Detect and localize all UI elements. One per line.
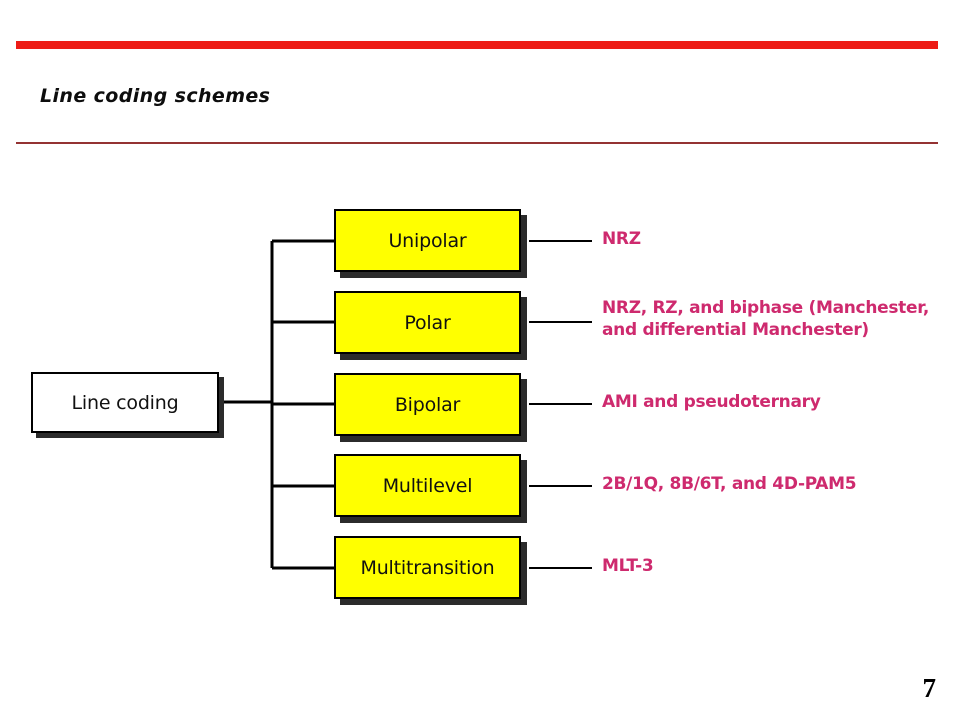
node-bipolar-label: Bipolar	[394, 393, 461, 416]
node-multitransition[interactable]: Multitransition	[334, 536, 521, 599]
scheme-label-polar-line1: NRZ, RZ, and biphase (Manchester,	[602, 298, 929, 318]
scheme-label-unipolar: NRZ	[602, 229, 952, 251]
node-polar-label: Polar	[404, 311, 451, 334]
node-multilevel[interactable]: Multilevel	[334, 454, 521, 517]
scheme-label-bipolar: AMI and pseudoternary	[602, 392, 952, 414]
node-bipolar[interactable]: Bipolar	[334, 373, 521, 436]
scheme-label-multitransition: MLT-3	[602, 556, 952, 578]
scheme-label-bipolar-line1: AMI and pseudoternary	[602, 392, 821, 412]
scheme-label-unipolar-line1: NRZ	[602, 229, 641, 249]
page-title: Line coding schemes	[40, 85, 271, 107]
slide-top-accent-bar	[16, 41, 938, 49]
scheme-label-multilevel-line1: 2B/1Q, 8B/6T, and 4D-PAM5	[602, 474, 857, 494]
node-unipolar-label: Unipolar	[388, 229, 467, 252]
node-unipolar[interactable]: Unipolar	[334, 209, 521, 272]
scheme-label-multilevel: 2B/1Q, 8B/6T, and 4D-PAM5	[602, 474, 952, 496]
title-underline-rule	[16, 142, 938, 144]
scheme-label-polar-line2: and differential Manchester)	[602, 319, 869, 340]
scheme-label-multitransition-line1: MLT-3	[602, 556, 654, 576]
node-line-coding[interactable]: Line coding	[31, 372, 219, 433]
page-number: 7	[922, 673, 937, 703]
node-line-coding-label: Line coding	[71, 391, 179, 414]
node-multilevel-label: Multilevel	[382, 474, 473, 497]
scheme-label-polar: NRZ, RZ, and biphase (Manchester, and di…	[602, 298, 952, 342]
node-polar[interactable]: Polar	[334, 291, 521, 354]
node-multitransition-label: Multitransition	[360, 556, 495, 579]
